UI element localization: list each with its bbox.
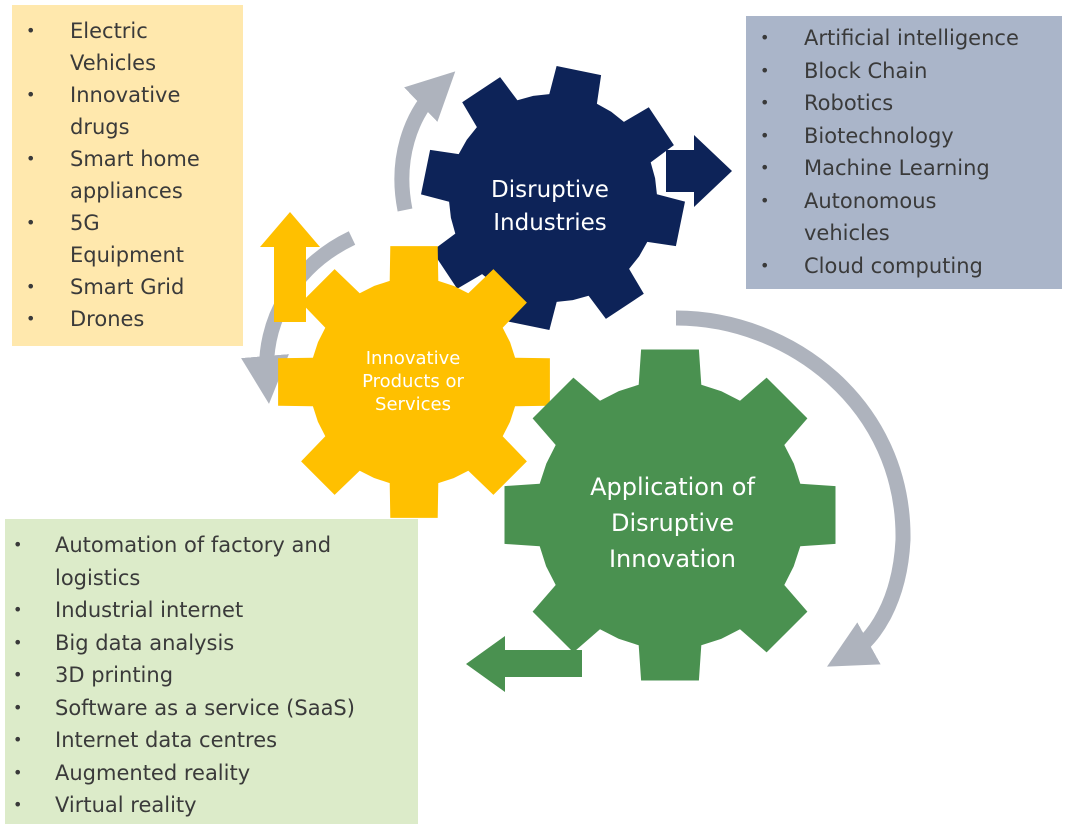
arrow-up-icon xyxy=(260,212,320,322)
gear-label-line: Disruptive xyxy=(491,177,609,203)
gear-label-disruptive-industries: Disruptive Industries xyxy=(465,174,635,240)
gear-application xyxy=(504,349,836,681)
list-item: Biotechnology xyxy=(746,120,1062,153)
industries-list: Artificial intelligence Block Chain Robo… xyxy=(746,22,1062,282)
products-list-box: Electric Vehicles Innovative drugs Smart… xyxy=(12,5,243,346)
list-item: 5G xyxy=(12,207,243,239)
applications-list-box: Automation of factory and logistics Indu… xyxy=(5,519,418,824)
list-item: Augmented reality xyxy=(5,757,418,790)
gear-shape xyxy=(278,246,550,518)
gear-shape xyxy=(421,66,685,330)
cycle-arrow-right xyxy=(675,310,911,667)
gear-label-line: Innovation xyxy=(608,545,737,573)
gear-label-innovative-products: Innovative Products or Services xyxy=(338,347,488,416)
list-item: Industrial internet xyxy=(5,594,418,627)
gear-label-line: Application of xyxy=(590,473,755,501)
list-item: Internet data centres xyxy=(5,724,418,757)
list-item: Electric xyxy=(12,15,243,47)
list-item: 3D printing xyxy=(5,659,418,692)
list-item: Machine Learning xyxy=(746,152,1062,185)
list-item: Automation of factory and xyxy=(5,529,418,562)
list-item-continuation: Equipment xyxy=(70,243,184,267)
gear-label-line: Industries xyxy=(493,210,607,236)
gear-label-application: Application of Disruptive Innovation xyxy=(560,469,785,577)
gear-label-line: Products or xyxy=(362,371,464,392)
gear-shape xyxy=(504,349,836,681)
list-item: Software as a service (SaaS) xyxy=(5,692,418,725)
list-item: Smart Grid xyxy=(12,271,243,303)
list-item: Virtual reality xyxy=(5,789,418,822)
applications-list: Automation of factory and logistics Indu… xyxy=(5,529,418,822)
list-item: Drones xyxy=(12,303,243,335)
list-item: Autonomous xyxy=(746,185,1062,218)
list-item: Smart home xyxy=(12,143,243,175)
gear-innovative-products xyxy=(278,246,550,518)
list-item: Cloud computing xyxy=(746,250,1062,283)
list-item-continuation: logistics xyxy=(55,565,141,590)
list-item-continuation: Vehicles xyxy=(70,51,157,75)
list-item-continuation: vehicles xyxy=(804,221,890,245)
list-item-continuation: drugs xyxy=(70,115,130,139)
gear-label-line: Innovative xyxy=(365,348,461,369)
arrow-right-icon xyxy=(666,135,732,207)
products-list: Electric Vehicles Innovative drugs Smart… xyxy=(12,15,243,335)
gear-label-line: Services xyxy=(375,394,451,415)
list-item-continuation: appliances xyxy=(70,179,183,203)
list-item: Big data analysis xyxy=(5,627,418,660)
gear-disruptive-industries xyxy=(421,66,685,330)
list-item: Artificial intelligence xyxy=(746,22,1062,55)
list-item: Robotics xyxy=(746,87,1062,120)
arrow-left-icon xyxy=(466,636,582,692)
cycle-arrow-top xyxy=(394,71,456,212)
industries-list-box: Artificial intelligence Block Chain Robo… xyxy=(746,16,1062,289)
gear-label-line: Disruptive xyxy=(610,509,734,537)
list-item: Block Chain xyxy=(746,55,1062,88)
list-item: Innovative xyxy=(12,79,243,111)
